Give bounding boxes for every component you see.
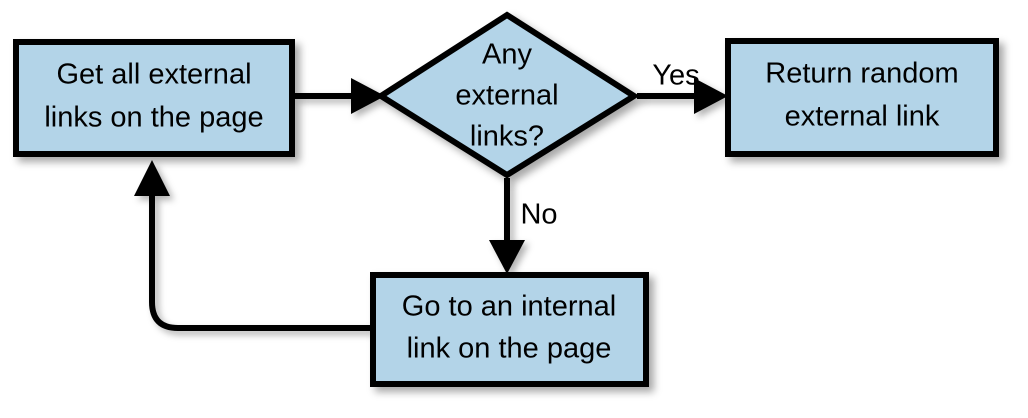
node-go-to-internal-link[interactable]: Go to an internal link on the page — [370, 272, 649, 387]
node-get-external-links[interactable]: Get all external links on the page — [13, 39, 295, 157]
edge-label-yes: Yes — [652, 60, 699, 92]
arrow-head-icon — [694, 78, 728, 114]
arrow-head-icon — [351, 78, 385, 114]
node-label-line-1: Any — [482, 39, 532, 71]
node-label-line-1: Go to an internal — [402, 291, 616, 323]
node-return-random-external-link[interactable]: Return random external link — [725, 38, 999, 157]
edge-decision-yes — [637, 78, 728, 114]
node-label-line-2: links on the page — [44, 102, 263, 134]
node-label-line-3: links? — [470, 121, 544, 153]
node-label-line-1: Return random — [765, 58, 958, 90]
process-box[interactable] — [725, 38, 999, 157]
node-label-line-2: link on the page — [407, 333, 612, 365]
node-label-line-1: Get all external — [56, 59, 251, 91]
arrow-head-icon — [134, 160, 170, 196]
edge-start-to-decision — [295, 78, 385, 114]
edge-loop-back — [134, 160, 370, 331]
process-box[interactable] — [370, 272, 649, 387]
node-label-line-2: external link — [785, 101, 940, 133]
node-label-line-2: external — [455, 80, 558, 112]
arrow-head-icon — [489, 240, 525, 274]
node-any-external-links[interactable]: Any external links? — [375, 11, 640, 179]
edge-decision-no — [489, 178, 525, 274]
edge-line — [149, 196, 370, 331]
decision-diamond[interactable] — [375, 11, 640, 179]
edge-label-no: No — [520, 199, 557, 231]
process-box[interactable] — [13, 39, 295, 157]
